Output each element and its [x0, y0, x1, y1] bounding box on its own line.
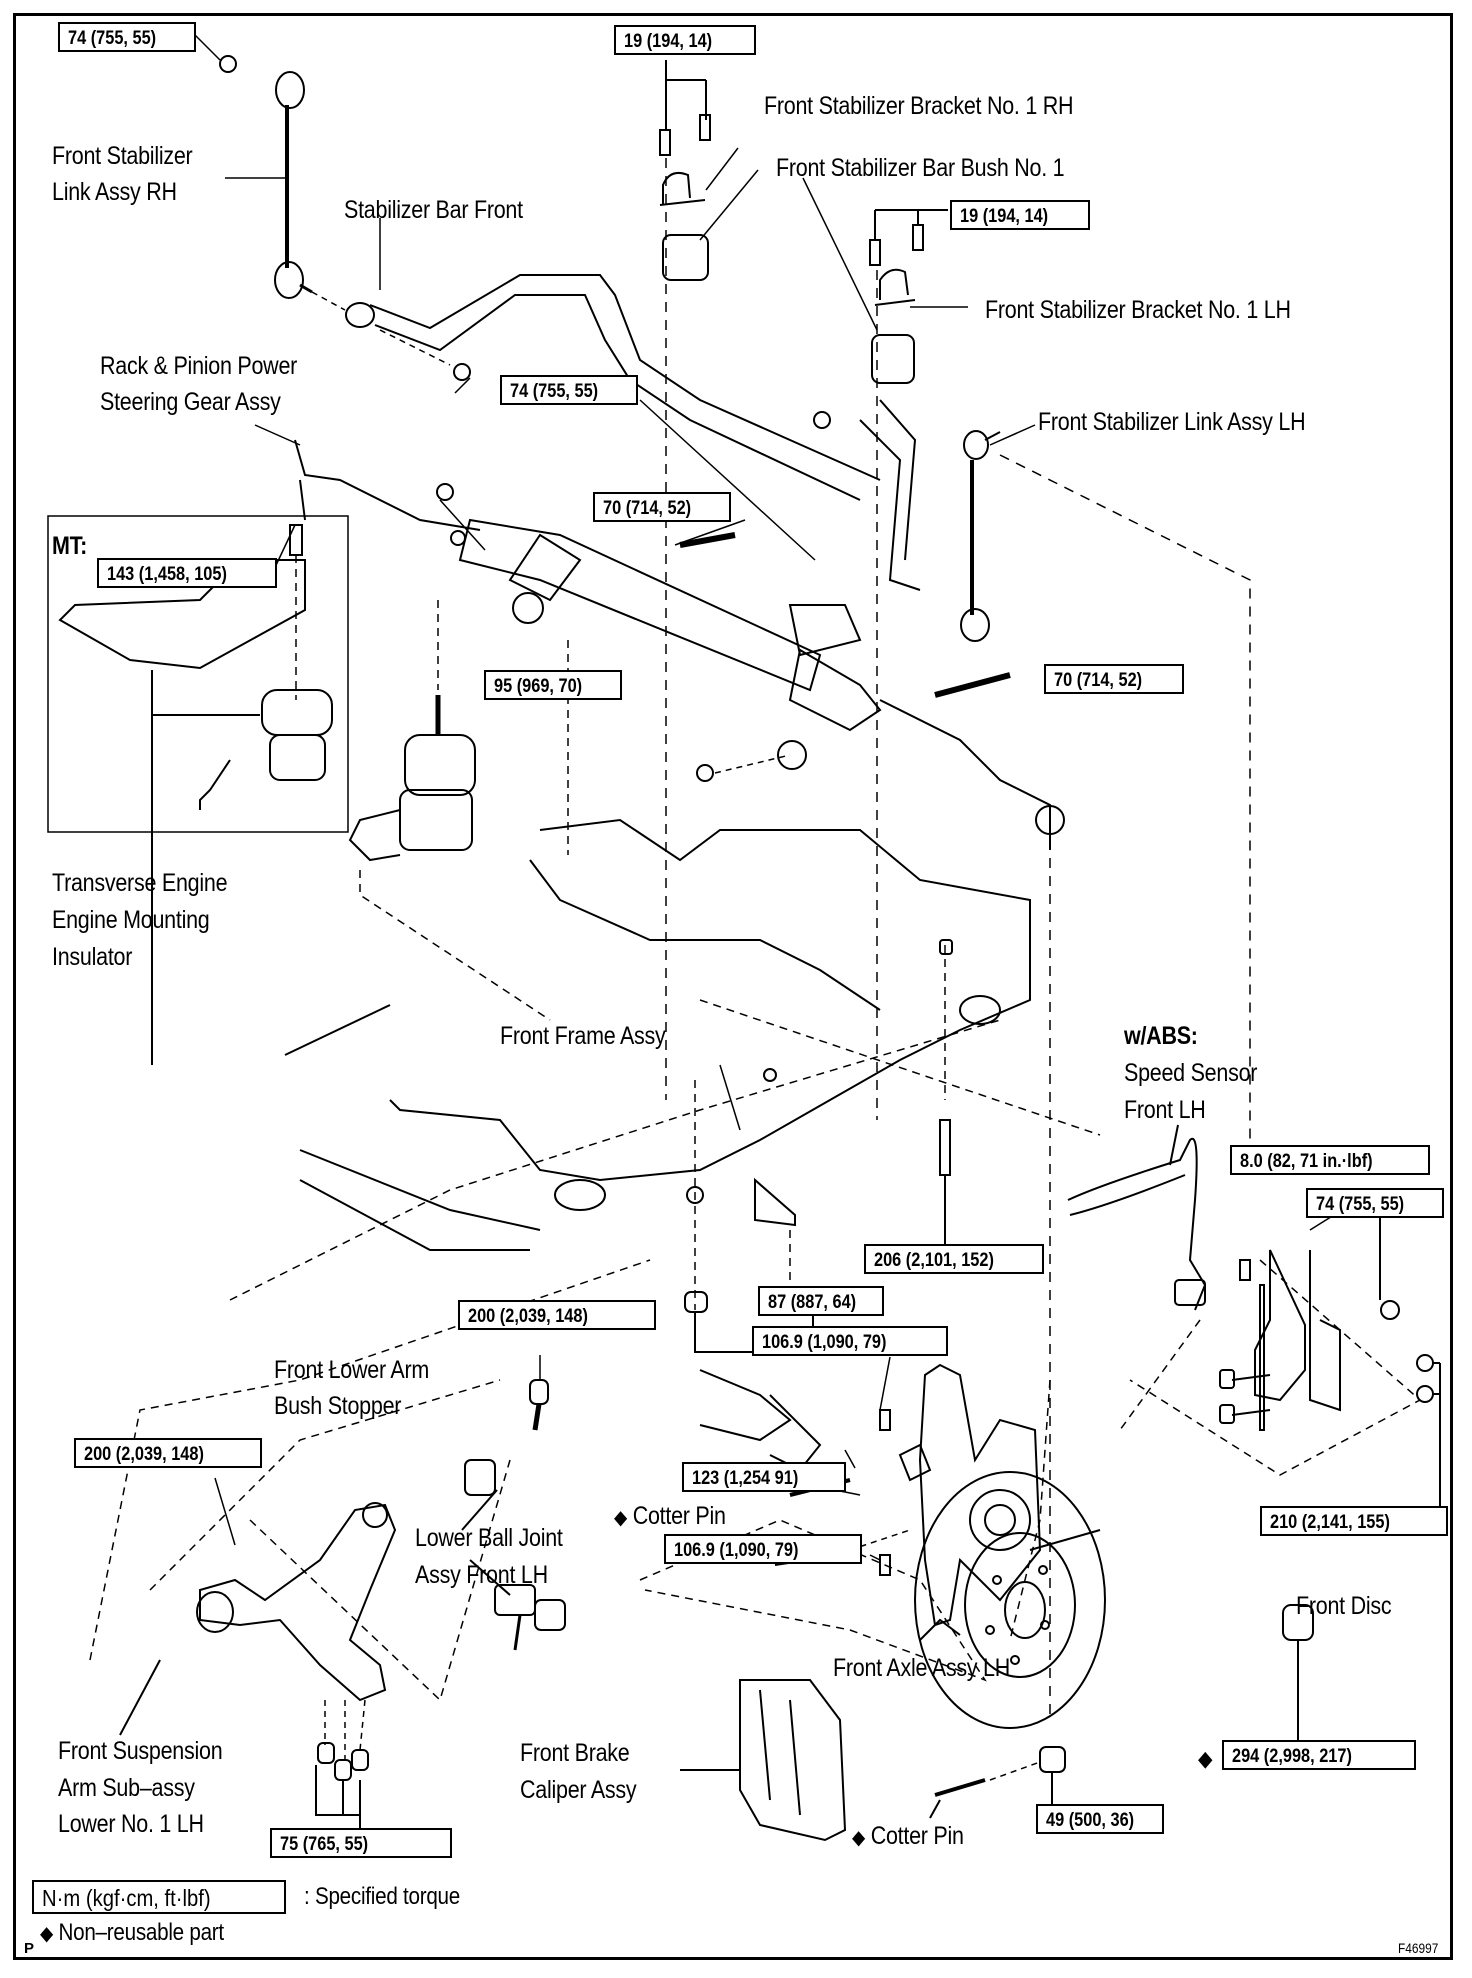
label-lower-arm-bush-stopper-2: Bush Stopper [274, 1392, 402, 1420]
speed-sensor-drawing [1067, 1124, 1251, 1431]
torque-frame-bolt: 206 (2,101, 152) [864, 1244, 1044, 1274]
stabilizer-link-rh-drawing [219, 55, 346, 311]
torque-bar-link-nut: 74 (755, 55) [500, 375, 638, 405]
torque-tie-rod-nut: 123 (1,254 91) [682, 1462, 846, 1492]
legend-nonreusable: ◆ Non–reusable part [40, 1914, 224, 1953]
label-bar-bush: Front Stabilizer Bar Bush No. 1 [776, 154, 1065, 182]
label-speed-sensor-1: Speed Sensor [1124, 1059, 1258, 1087]
label-link-lh: Front Stabilizer Link Assy LH [1038, 408, 1306, 436]
label-lower-ball-joint-1: Lower Ball Joint [415, 1524, 563, 1552]
label-brake-caliper-1: Front Brake [520, 1739, 630, 1767]
label-brake-caliper-2: Caliper Assy [520, 1776, 637, 1804]
torque-hub-nut: 294 (2,998, 217) [1222, 1740, 1416, 1770]
bracket-lh-drawing [869, 209, 948, 1120]
label-stabilizer-bar-front: Stabilizer Bar Front [344, 196, 523, 224]
label-suspension-arm-2: Arm Sub–assy [58, 1774, 195, 1802]
torque-axle-bolt-upper: 106.9 (1,090, 79) [752, 1326, 948, 1356]
torque-frame-nuts: 87 (887, 64) [758, 1286, 884, 1316]
torque-ball-joint-nut: 49 (500, 36) [1036, 1804, 1164, 1834]
stabilizer-bar-drawing [345, 274, 921, 591]
torque-mt-mount-bolt: 143 (1,458, 105) [97, 558, 277, 588]
legend-torque-desc: : Specified torque [304, 1883, 460, 1910]
label-suspension-arm-1: Front Suspension [58, 1737, 223, 1765]
legend-torque-unit-box: N·m (kgf·cm, ft·lbf) [32, 1880, 286, 1914]
nonreusable-icon: ◆ [40, 1923, 53, 1945]
label-mt-section: MT: [52, 532, 88, 560]
label-suspension-arm-3: Lower No. 1 LH [58, 1810, 204, 1838]
leader-lines [194, 34, 1351, 1561]
label-front-frame: Front Frame Assy [500, 1022, 666, 1050]
label-engine-mount-1: Transverse Engine [52, 869, 228, 897]
torque-strut-bolts: 210 (2,141, 155) [1260, 1506, 1448, 1536]
label-lower-ball-joint-2: Assy Front LH [415, 1561, 548, 1589]
label-front-stabilizer-link-rh-2: Link Assy RH [52, 178, 177, 206]
label-rack-pinion-2: Steering Gear Assy [100, 388, 281, 416]
torque-bracket-lh-bolts: 19 (194, 14) [950, 200, 1090, 230]
label-cotter-pin-1: ◆ Cotter Pin [614, 1498, 726, 1537]
label-speed-sensor-2: Front LH [1124, 1096, 1206, 1124]
torque-bracket-rh-bolts: 19 (194, 14) [614, 25, 756, 55]
label-bracket-rh: Front Stabilizer Bracket No. 1 RH [764, 92, 1074, 120]
diagram-frame [13, 13, 1453, 1960]
torque-arm-rear-bolts: 75 (765, 55) [270, 1828, 452, 1858]
nonreusable-icon: ◆ [614, 1507, 627, 1529]
label-engine-mount-2: Engine Mounting [52, 906, 210, 934]
steering-rack-drawing [294, 411, 1065, 1720]
torque-arm-bolt-left: 200 (2,039, 148) [74, 1438, 262, 1468]
torque-mount-nut: 95 (969, 70) [484, 670, 622, 700]
torque-rack-bolt-1: 70 (714, 52) [593, 492, 731, 522]
torque-rack-bolt-2: 70 (714, 52) [1044, 664, 1184, 694]
label-cotter-pin-2: ◆ Cotter Pin [852, 1818, 964, 1857]
nonreusable-icon: ◆ [1198, 1746, 1213, 1771]
stabilizer-link-lh-drawing [960, 430, 1251, 1170]
figure-id: F46997 [1398, 1940, 1439, 1956]
label-rack-pinion-1: Rack & Pinion Power [100, 352, 298, 380]
label-front-axle: Front Axle Assy LH [833, 1654, 1010, 1682]
label-engine-mount-3: Insulator [52, 943, 133, 971]
label-front-disc: Front Disc [1296, 1592, 1392, 1620]
bracket-rh-drawing [659, 60, 711, 1100]
brake-caliper-drawing [680, 1679, 847, 1842]
label-bracket-lh: Front Stabilizer Bracket No. 1 LH [985, 296, 1291, 324]
torque-sensor-bolt: 8.0 (82, 71 in.·lbf) [1230, 1145, 1430, 1175]
torque-strut-nut: 74 (755, 55) [1306, 1188, 1444, 1218]
page-marker: P [24, 1940, 35, 1957]
label-abs-section: w/ABS: [1124, 1022, 1198, 1050]
torque-arm-bolt-upper: 200 (2,039, 148) [458, 1300, 656, 1330]
engine-mount-drawing [284, 600, 569, 1056]
nonreusable-icon: ◆ [852, 1827, 865, 1849]
torque-axle-bolt-lower: 106.9 (1,090, 79) [664, 1534, 862, 1564]
mt-inset-drawing [47, 515, 349, 1065]
front-disc-drawing [914, 1471, 1314, 1745]
front-frame-drawing [229, 818, 1101, 1310]
label-front-stabilizer-link-rh-1: Front Stabilizer [52, 142, 193, 170]
torque-link-rh-nut: 74 (755, 55) [58, 22, 196, 52]
strut-bracket-drawing [1129, 1210, 1441, 1510]
label-lower-arm-bush-stopper-1: Front Lower Arm [274, 1356, 430, 1384]
